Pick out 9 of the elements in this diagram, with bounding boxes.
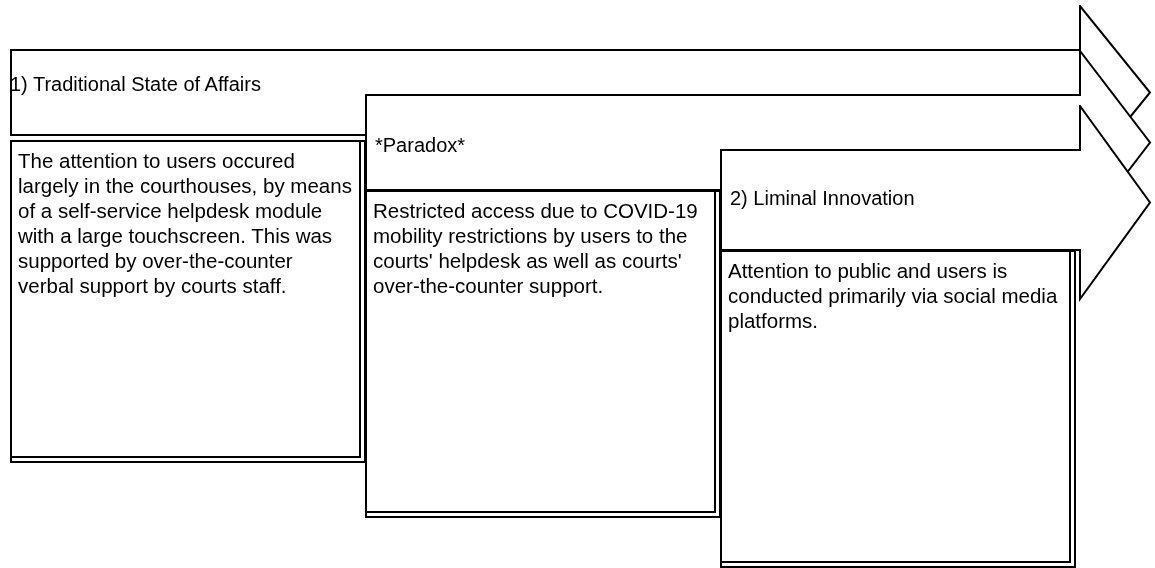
- description-box: [720, 250, 1076, 568]
- stage-heading: 2) Liminal Innovation: [730, 186, 915, 210]
- description-box: [365, 190, 721, 518]
- stage-heading: *Paradox*: [375, 133, 466, 157]
- description-text: The attention to users occured largely in the courthouses, by means of a self-service helpdesk module with a large touchscreen. This was supported by over-the-counter verbal support by courts staff.: [18, 148, 353, 298]
- stage-heading: 1) Traditional State of Affairs: [10, 72, 261, 96]
- description-text: Restricted access due to COVID-19 mobility restrictions by users to the courts' helpdesk as well as courts' over-the-counter support.: [373, 198, 699, 298]
- description-text: Attention to public and users is conducted primarily via social media platforms.: [728, 258, 1059, 333]
- description-box: [10, 140, 366, 463]
